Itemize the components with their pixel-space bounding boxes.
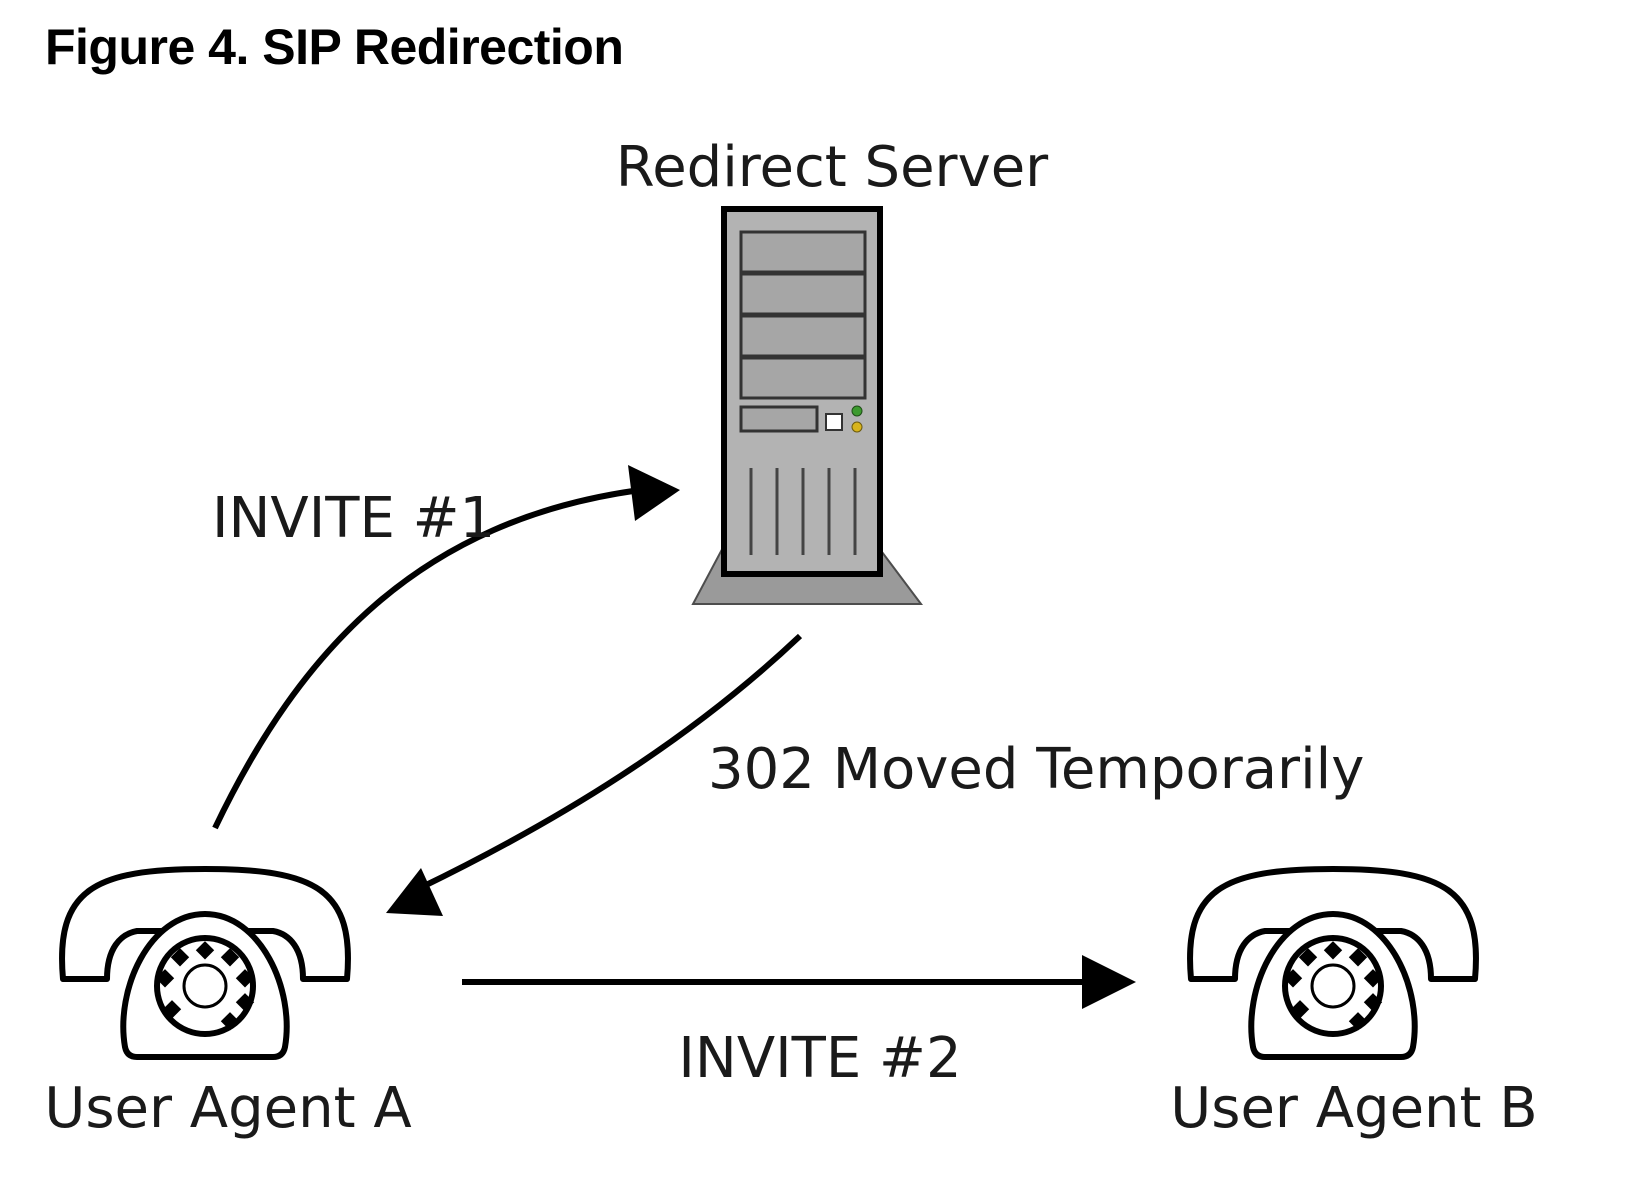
invite-1-label: INVITE #1 [212, 486, 495, 551]
figure-title: Figure 4. SIP Redirection [45, 19, 624, 75]
user-agent-b-label: User Agent B [1170, 1076, 1537, 1141]
user-agent-a-label: User Agent A [44, 1076, 411, 1141]
user-agent-b-phone-icon [1190, 869, 1476, 1057]
moved-302-arrowhead [386, 868, 443, 916]
invite-1-arrow [212, 487, 641, 830]
redirect-server-label: Redirect Server [616, 135, 1049, 200]
invite-1-arrowhead [628, 465, 680, 521]
server-tower-icon [691, 206, 923, 605]
moved-302-label: 302 Moved Temporarily [708, 737, 1364, 802]
user-agent-a-phone-icon [62, 869, 348, 1057]
moved-302-arrow [418, 633, 803, 891]
invite-2-label: INVITE #2 [678, 1026, 961, 1091]
invite-2-arrowhead [1082, 955, 1136, 1009]
